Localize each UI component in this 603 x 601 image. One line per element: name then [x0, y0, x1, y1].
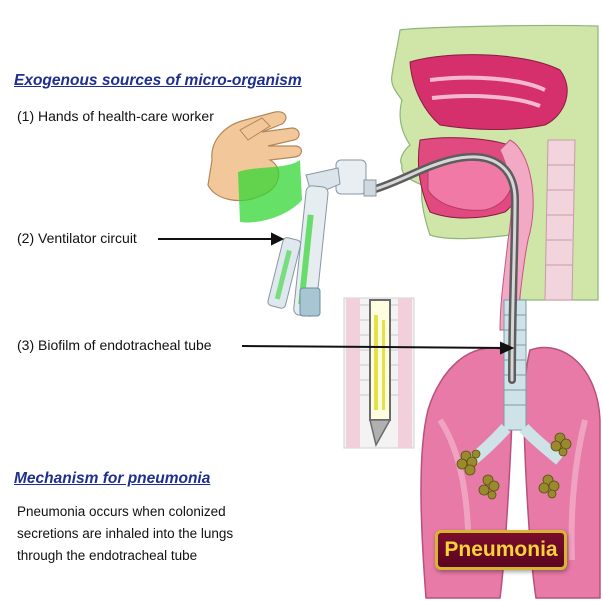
mechanism-heading: Mechanism for pneumonia [14, 470, 210, 488]
arrow-biofilm [242, 346, 506, 348]
arrows [158, 234, 512, 353]
source-ventilator-label: (2) Ventilator circuit [17, 230, 137, 246]
spine [545, 140, 575, 300]
hand-illustration [208, 112, 302, 223]
source-biofilm-label: (3) Biofilm of endotracheal tube [17, 337, 212, 353]
exogenous-heading: Exogenous sources of micro-organism [14, 72, 302, 90]
source-hands-label: (1) Hands of health-care worker [17, 108, 214, 124]
mechanism-line-1: Pneumonia occurs when colonized [17, 504, 226, 519]
biofilm-inset [344, 298, 414, 448]
mechanism-line-3: through the endotracheal tube [17, 548, 197, 563]
pneumonia-badge: Pneumonia [435, 530, 567, 570]
nasal-cavity [410, 55, 567, 130]
head-section [392, 25, 598, 330]
mechanism-line-2: secretions are inhaled into the lungs [17, 526, 233, 541]
